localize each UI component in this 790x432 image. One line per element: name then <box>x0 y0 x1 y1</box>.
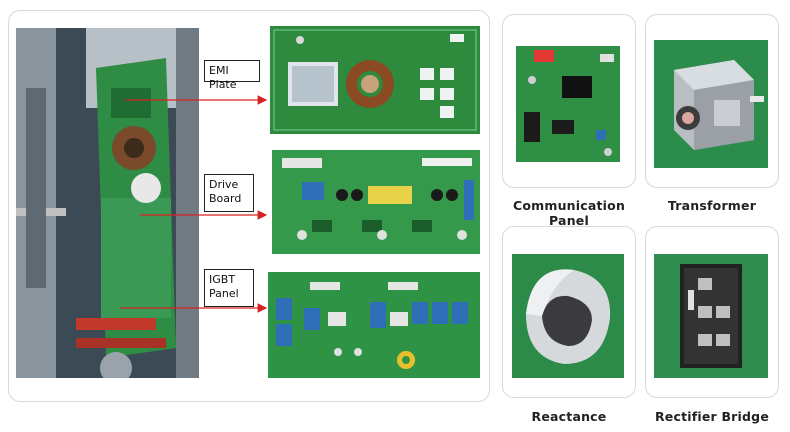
igbt-panel-label-line2: Panel <box>209 287 239 300</box>
igbt-panel-label-line1: IGBT <box>209 273 236 286</box>
emi-plate-label: EMI Plate <box>209 64 237 91</box>
reactance-caption: Reactance <box>531 409 607 424</box>
rectifier-bridge-photo <box>654 254 768 378</box>
drive-board-label-line1: Drive <box>209 178 239 191</box>
drive-board-photo <box>272 150 480 254</box>
rectifier-bridge-caption: Rectifier Bridge <box>654 409 770 424</box>
emi-plate-photo <box>270 26 480 134</box>
igbt-panel-callout: IGBT Panel <box>204 269 254 307</box>
communication-panel-caption: Communication Panel <box>512 198 626 228</box>
communication-panel-photo <box>512 40 624 168</box>
transformer-caption: Transformer <box>667 198 757 213</box>
drive-board-callout: Drive Board <box>204 174 254 212</box>
igbt-panel-photo <box>268 272 480 378</box>
emi-plate-callout: EMI Plate <box>204 60 260 91</box>
reactance-photo <box>512 254 624 378</box>
cabinet-interior-photo <box>16 28 199 378</box>
drive-board-label-line2: Board <box>209 192 242 205</box>
transformer-photo <box>654 40 768 168</box>
